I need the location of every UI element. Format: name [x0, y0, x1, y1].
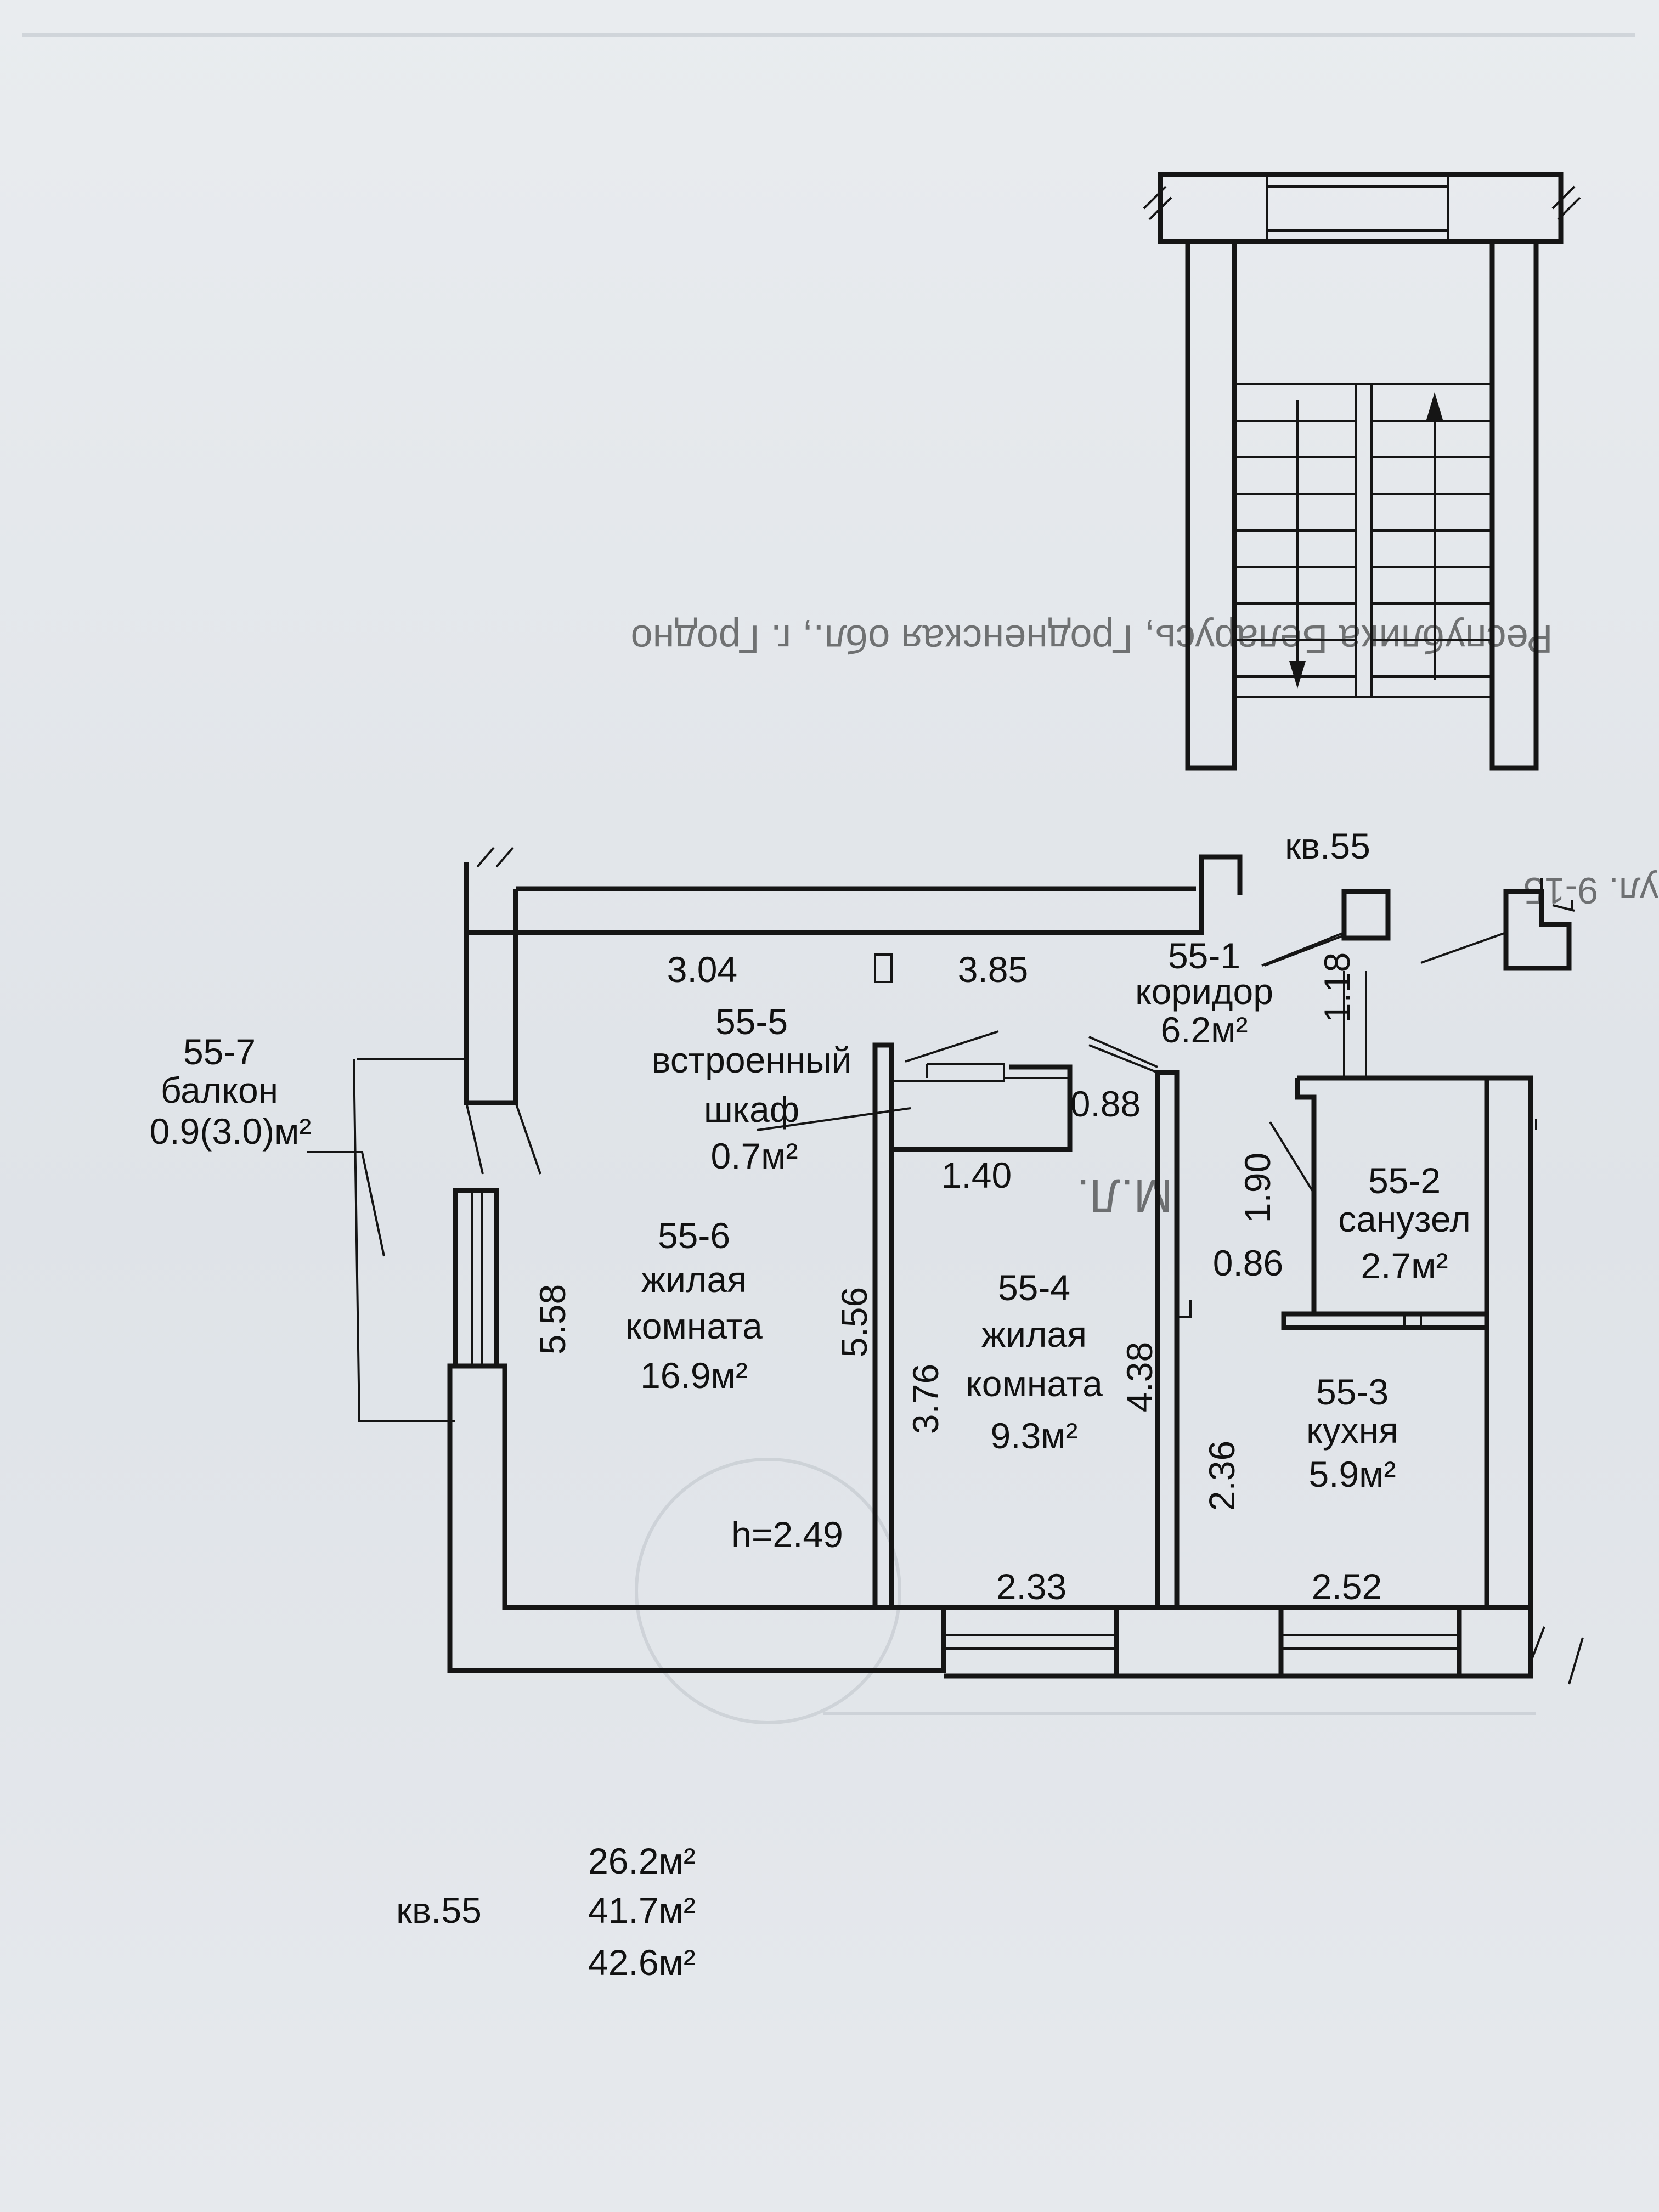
stair-down-arrow-icon — [1289, 661, 1306, 689]
room-55-6-name-line1: жилая — [641, 1259, 747, 1300]
bleed-address: Республика Беларусь, Гродненская обл., г… — [631, 617, 1553, 661]
room-55-6: 55-6 жилая комната 16.9м² — [625, 1215, 763, 1396]
room-55-6-area: 16.9м² — [640, 1355, 748, 1396]
dim-0-86: 0.86 — [1213, 1243, 1283, 1283]
room-55-5-name-line1: встроенный — [652, 1040, 852, 1080]
leader-lines — [307, 934, 1345, 1422]
room-55-2: 55-2 санузел 2.7м² — [1338, 1160, 1471, 1286]
ceiling-height: h=2.49 — [731, 1514, 843, 1555]
dim-3-76: 3.76 — [905, 1364, 946, 1434]
bleed-street: ул. 9-15 — [1523, 870, 1658, 911]
room-55-7-area: 0.9(3.0)м² — [150, 1111, 312, 1152]
dim-2-33: 2.33 — [996, 1566, 1066, 1607]
dim-2-36: 2.36 — [1201, 1441, 1242, 1511]
room-55-4-name-line1: жилая — [981, 1314, 1087, 1355]
stair-up-arrow-icon — [1426, 392, 1443, 420]
dim-1-40: 1.40 — [941, 1155, 1012, 1195]
summary-total-with-balcony: 42.6м² — [588, 1942, 696, 1983]
room-55-3-name: кухня — [1306, 1410, 1398, 1451]
room-55-7: 55-7 балкон 0.9(3.0)м² — [150, 1031, 312, 1152]
room-55-2-id: 55-2 — [1368, 1160, 1441, 1201]
room-55-7-name: балкон — [161, 1070, 278, 1110]
background-bleed: Республика Беларусь, Гродненская обл., г… — [22, 33, 1658, 1724]
dim-4-38: 4.38 — [1119, 1342, 1160, 1412]
room-55-5-area: 0.7м² — [710, 1136, 798, 1176]
summary-label: кв.55 — [396, 1890, 482, 1931]
room-55-4-area: 9.3м² — [990, 1415, 1077, 1456]
room-55-6-name-line2: комната — [625, 1306, 763, 1346]
room-55-3-area: 5.9м² — [1308, 1454, 1396, 1494]
room-55-3-id: 55-3 — [1316, 1372, 1389, 1412]
room-55-2-area: 2.7м² — [1361, 1245, 1448, 1286]
room-55-5: 55-5 встроенный шкаф 0.7м² — [652, 1001, 852, 1176]
room-55-4: 55-4 жилая комната 9.3м² — [966, 1267, 1103, 1456]
dim-5-58: 5.58 — [532, 1284, 573, 1355]
room-55-5-id: 55-5 — [715, 1001, 788, 1042]
dimensions: 3.04 3.85 1.18 0.88 1.40 1.90 0.86 5.58 … — [532, 949, 1382, 1607]
dim-1-90: 1.90 — [1237, 1153, 1278, 1223]
dim-0-88: 0.88 — [1070, 1084, 1141, 1124]
dim-5-56: 5.56 — [834, 1287, 874, 1357]
apartment-walls — [447, 847, 1584, 1685]
room-55-3: 55-3 кухня 5.9м² — [1306, 1372, 1398, 1494]
room-55-7-id: 55-7 — [183, 1031, 256, 1072]
room-55-4-name-line2: комната — [966, 1363, 1103, 1404]
room-55-6-id: 55-6 — [658, 1215, 730, 1256]
room-55-5-name-line2: шкаф — [704, 1089, 799, 1130]
room-55-1-id: 55-1 — [1168, 935, 1240, 976]
summary-living-area: 26.2м² — [588, 1841, 696, 1881]
stairwell — [1143, 172, 1581, 771]
stair-apartment-label: кв.55 — [1285, 826, 1370, 866]
dim-1-18: 1.18 — [1317, 952, 1357, 1023]
dim-3-85: 3.85 — [958, 949, 1028, 990]
room-55-2-name: санузел — [1338, 1199, 1471, 1239]
room-55-1: 55-1 коридор 6.2м² — [1135, 935, 1273, 1050]
dim-3-04: 3.04 — [667, 949, 737, 990]
area-summary: кв.55 26.2м² 41.7м² 42.6м² — [396, 1841, 696, 1983]
room-55-4-id: 55-4 — [998, 1267, 1070, 1308]
room-55-1-area: 6.2м² — [1160, 1009, 1248, 1050]
dim-2-52: 2.52 — [1312, 1566, 1382, 1607]
summary-total-area: 41.7м² — [588, 1890, 696, 1931]
room-55-1-name: коридор — [1135, 971, 1273, 1012]
